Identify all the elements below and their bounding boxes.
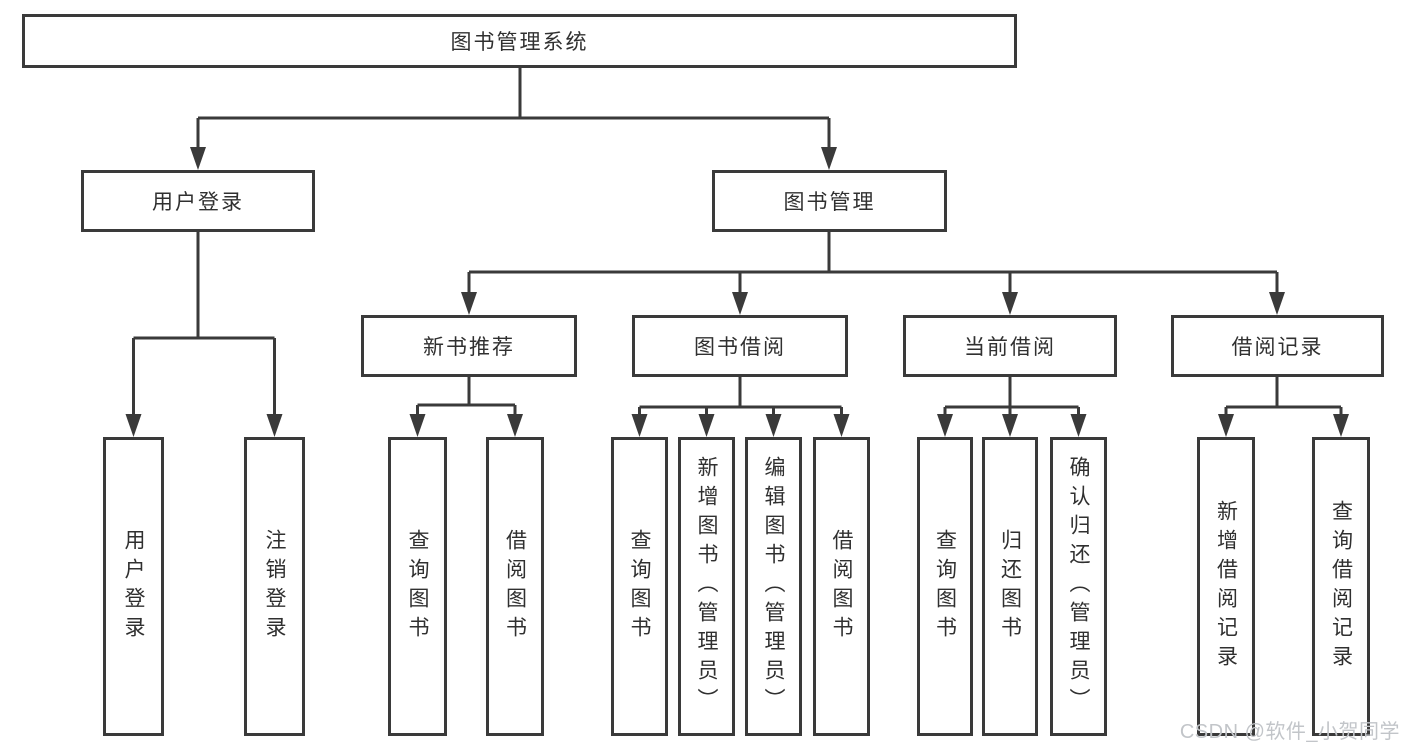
node-book-management: 图书管理 — [712, 170, 947, 232]
node-current-borrowing-label: 当前借阅 — [964, 336, 1056, 359]
node-borrowing-records: 借阅记录 — [1171, 315, 1384, 377]
node-new-book-recommend-label: 新书推荐 — [423, 336, 515, 359]
connector-new-books-group — [416, 377, 517, 417]
arrowheads-book-borrow-group — [631, 414, 850, 437]
leaf-user-login-label: 用户登录 — [122, 528, 145, 645]
leaf-logout: 注销登录 — [244, 437, 305, 736]
arrowheads-book-management-group — [461, 292, 1285, 315]
connector-current-borrow-group — [943, 377, 1080, 417]
node-book-borrowing-label: 图书借阅 — [694, 336, 786, 359]
leaf-borrow-add-admin-label: 新增图书（管理员） — [695, 456, 718, 717]
leaf-newbooks-query-label: 查询图书 — [406, 528, 429, 645]
leaf-confirm-return-admin-label: 确认归还（管理员） — [1067, 456, 1090, 717]
leaf-borrow-query-label: 查询图书 — [628, 528, 651, 645]
csdn-watermark: CSDN @软件_小贺同学 — [1179, 721, 1400, 743]
connector-book-borrow-group — [638, 377, 843, 417]
node-current-borrowing: 当前借阅 — [903, 315, 1117, 377]
leaf-return-book-label: 归还图书 — [998, 528, 1022, 645]
leaf-newbooks-borrow: 借阅图书 — [486, 437, 544, 736]
leaf-current-query-label: 查询图书 — [933, 528, 957, 645]
node-root: 图书管理系统 — [22, 14, 1017, 68]
leaf-current-query: 查询图书 — [917, 437, 973, 736]
leaf-borrow-query: 查询图书 — [611, 437, 668, 736]
leaf-add-record: 新增借阅记录 — [1197, 437, 1255, 736]
node-new-book-recommend: 新书推荐 — [361, 315, 577, 377]
node-borrowing-records-label: 借阅记录 — [1231, 336, 1324, 359]
connector-book-management-group — [467, 232, 1279, 295]
arrowheads-root-group — [190, 147, 837, 170]
node-book-borrowing: 图书借阅 — [632, 315, 848, 377]
leaf-newbooks-borrow-label: 借阅图书 — [503, 528, 527, 645]
leaf-borrow-book: 借阅图书 — [813, 437, 870, 736]
leaf-return-book: 归还图书 — [982, 437, 1038, 736]
arrowheads-new-books-group — [409, 414, 523, 437]
leaf-borrow-add-admin: 新增图书（管理员） — [678, 437, 735, 736]
leaf-newbooks-query: 查询图书 — [388, 437, 447, 736]
connector-user-login-group — [132, 232, 276, 417]
leaf-query-record: 查询借阅记录 — [1312, 437, 1370, 736]
arrowheads-user-login-group — [125, 414, 283, 437]
leaf-borrow-book-label: 借阅图书 — [830, 528, 853, 645]
leaf-user-login: 用户登录 — [103, 437, 164, 736]
arrowheads-borrow-records-group — [1218, 414, 1349, 437]
node-book-management-label: 图书管理 — [783, 191, 876, 214]
leaf-borrow-edit-admin-label: 编辑图书（管理员） — [762, 456, 785, 717]
leaf-query-record-label: 查询借阅记录 — [1329, 499, 1353, 674]
node-user-login: 用户登录 — [81, 170, 315, 232]
node-root-label: 图书管理系统 — [450, 31, 589, 54]
connector-root-group — [196, 67, 831, 150]
leaf-borrow-edit-admin: 编辑图书（管理员） — [745, 437, 802, 736]
leaf-add-record-label: 新增借阅记录 — [1214, 499, 1238, 674]
leaf-confirm-return-admin: 确认归还（管理员） — [1050, 437, 1107, 736]
node-user-login-label: 用户登录 — [152, 191, 244, 214]
connector-borrow-records-group — [1224, 377, 1343, 417]
arrowheads-current-borrow-group — [937, 414, 1087, 437]
leaf-logout-label: 注销登录 — [263, 528, 286, 645]
